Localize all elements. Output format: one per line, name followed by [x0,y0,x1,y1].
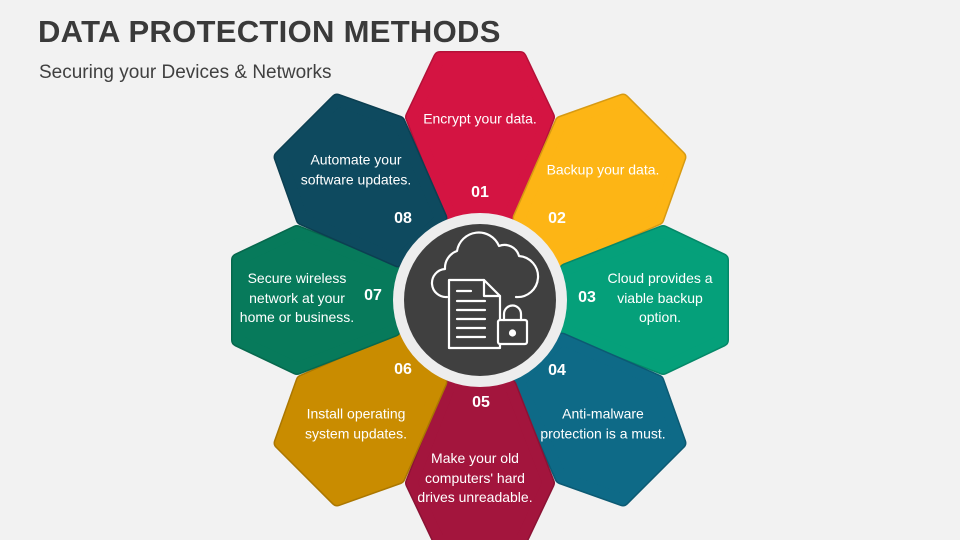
petal-text-05: Make your old computers' hard drives unr… [417,449,533,505]
petal-05 [405,379,555,540]
cloud-document-lock-icon [430,231,540,350]
page-subtitle: Securing your Devices & Networks [39,62,332,83]
petal-text-03: Cloud provides a viable backup option. [607,269,713,325]
petal-number-05: 05 [472,394,490,411]
petal-text-08: Automate your software updates. [300,151,412,188]
petal-text-01: Encrypt your data. [423,110,537,127]
petal-number-07: 07 [364,287,382,304]
petal-number-02: 02 [548,210,566,227]
petal-number-04: 04 [548,362,566,379]
petal-08 [273,93,448,268]
petal-02 [512,93,687,268]
petal-number-08: 08 [394,210,412,227]
petal-text-04: Anti-malware protection is a must. [540,405,666,442]
petal-text-07: Secure wireless network at your home or … [239,269,355,325]
petal-06 [273,332,448,507]
petal-04 [512,332,687,507]
petal-number-01: 01 [471,184,489,201]
petal-01 [405,51,555,221]
petal-03 [559,225,729,375]
petal-number-06: 06 [394,361,412,378]
page-title: DATA PROTECTION METHODS [38,14,501,49]
petal-text-06: Install operating system updates. [305,405,407,442]
petal-text-02: Backup your data. [546,161,660,178]
petal-07 [231,225,401,375]
petal-number-03: 03 [578,289,596,306]
